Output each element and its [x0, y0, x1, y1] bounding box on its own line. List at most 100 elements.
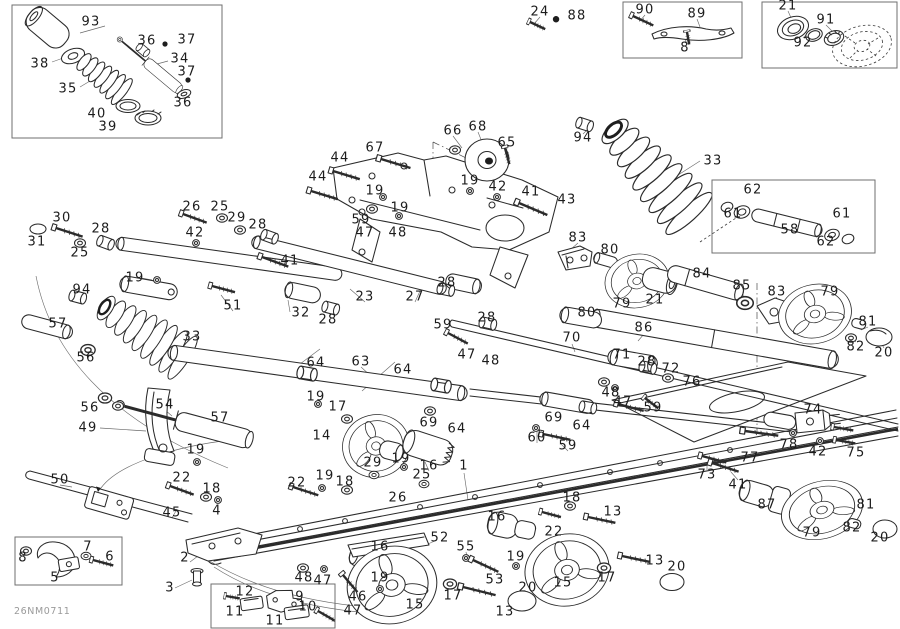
part-callout-4: 4	[212, 503, 222, 519]
part-callout-52: 52	[430, 530, 450, 546]
part-callout-87: 87	[757, 497, 777, 513]
rear-idler-wheel-79-lower	[773, 470, 898, 550]
part-callout-47: 47	[355, 225, 375, 241]
inset-stopper-bracket	[622, 1, 743, 59]
part-callout-79: 79	[612, 296, 632, 312]
hub-87	[738, 479, 791, 515]
part-callout-19: 19	[460, 173, 480, 189]
part-callout-64: 64	[447, 421, 467, 437]
part-callout-47: 47	[343, 603, 363, 619]
part-callout-39: 39	[98, 119, 118, 135]
part-callout-56: 56	[76, 350, 96, 366]
part-callout-11: 11	[225, 604, 245, 620]
bracket-idler-wheel	[448, 138, 514, 182]
part-callout-57: 57	[210, 410, 230, 426]
clevis-74	[794, 409, 841, 434]
slide-rail	[205, 409, 899, 613]
front-rail	[25, 439, 231, 523]
part-callout-71: 71	[612, 347, 632, 363]
axle-bracket-83-left	[557, 245, 593, 271]
part-callout-60: 60	[527, 430, 547, 446]
part-callout-17: 17	[443, 588, 463, 604]
part-callout-81: 81	[858, 314, 878, 330]
part-callout-20: 20	[667, 559, 687, 575]
part-callout-25: 25	[412, 467, 432, 483]
part-callout-54: 54	[155, 397, 175, 413]
part-callout-86: 86	[634, 320, 654, 336]
part-callout-24: 24	[530, 4, 550, 20]
part-callout-57: 57	[48, 316, 68, 332]
part-callout-41: 41	[280, 253, 300, 269]
part-callout-94: 94	[573, 130, 593, 146]
part-callout-78: 78	[779, 437, 799, 453]
plate-52	[347, 532, 430, 558]
part-callout-21: 21	[645, 292, 665, 308]
part-callout-13: 13	[645, 553, 665, 569]
part-callout-36: 36	[137, 33, 157, 49]
part-callout-92: 92	[793, 35, 813, 51]
part-callout-79: 79	[820, 284, 840, 300]
part-callout-19: 19	[306, 389, 326, 405]
part-callout-29: 29	[227, 210, 247, 226]
part-callout-64: 64	[306, 355, 326, 371]
part-callout-8: 8	[18, 550, 28, 566]
part-callout-6: 6	[105, 549, 115, 565]
part-callout-29: 29	[363, 455, 383, 471]
part-callout-56: 56	[80, 400, 100, 416]
inset-shock-absorber	[11, 4, 223, 139]
part-callout-19: 19	[365, 183, 385, 199]
part-callout-47: 47	[613, 394, 633, 410]
inset-wheel-bearing	[761, 1, 898, 69]
part-callout-16: 16	[370, 539, 390, 555]
part-callout-11: 11	[265, 613, 285, 629]
part-callout-10: 10	[298, 599, 318, 615]
part-callout-41: 41	[728, 477, 748, 493]
part-callout-2: 2	[180, 550, 190, 566]
part-callout-59: 59	[433, 317, 453, 333]
part-callout-19: 19	[186, 442, 206, 458]
part-callout-37: 37	[177, 64, 197, 80]
inset-shaft-detail	[711, 179, 876, 254]
part-callout-33: 33	[182, 329, 202, 345]
inset-stopper-blocks	[210, 583, 336, 629]
idler-shaft-86	[559, 306, 839, 370]
part-callout-15: 15	[553, 575, 573, 591]
rear-idler-wheel-79-upper	[771, 276, 893, 352]
part-callout-19: 19	[391, 451, 411, 467]
part-callout-81: 81	[856, 497, 876, 513]
part-callout-19: 19	[370, 570, 390, 586]
part-callout-46: 46	[348, 589, 368, 605]
part-callout-68: 68	[468, 119, 488, 135]
part-callout-53: 53	[485, 572, 505, 588]
part-callout-22: 22	[544, 524, 564, 540]
part-callout-16: 16	[419, 458, 439, 474]
center-a-arm	[167, 344, 468, 402]
part-callout-3: 3	[165, 580, 175, 596]
part-callout-22: 22	[172, 470, 192, 486]
part-callout-28: 28	[437, 275, 457, 291]
part-callout-23: 23	[355, 289, 375, 305]
part-callout-17: 17	[597, 570, 617, 586]
part-callout-59: 59	[643, 400, 663, 416]
part-callout-93: 93	[81, 14, 101, 30]
part-callout-58: 58	[780, 222, 800, 238]
hub-16-mid	[486, 511, 537, 540]
part-callout-20: 20	[870, 530, 890, 546]
part-callout-51: 51	[223, 298, 243, 314]
part-callout-48: 48	[481, 353, 501, 369]
part-callout-89: 89	[687, 6, 707, 22]
part-callout-88: 88	[567, 8, 587, 24]
part-callout-18: 18	[335, 474, 355, 490]
part-callout-64: 64	[572, 418, 592, 434]
part-callout-72: 72	[661, 361, 681, 377]
part-callout-47: 47	[457, 347, 477, 363]
part-callout-55: 55	[456, 539, 476, 555]
part-callout-25: 25	[210, 199, 230, 215]
part-callout-91: 91	[816, 12, 836, 28]
part-callout-90: 90	[635, 2, 655, 18]
part-callout-75: 75	[846, 445, 866, 461]
inset-slider-clamp	[14, 536, 123, 586]
part-callout-76: 76	[682, 374, 702, 390]
part-callout-19: 19	[506, 549, 526, 565]
